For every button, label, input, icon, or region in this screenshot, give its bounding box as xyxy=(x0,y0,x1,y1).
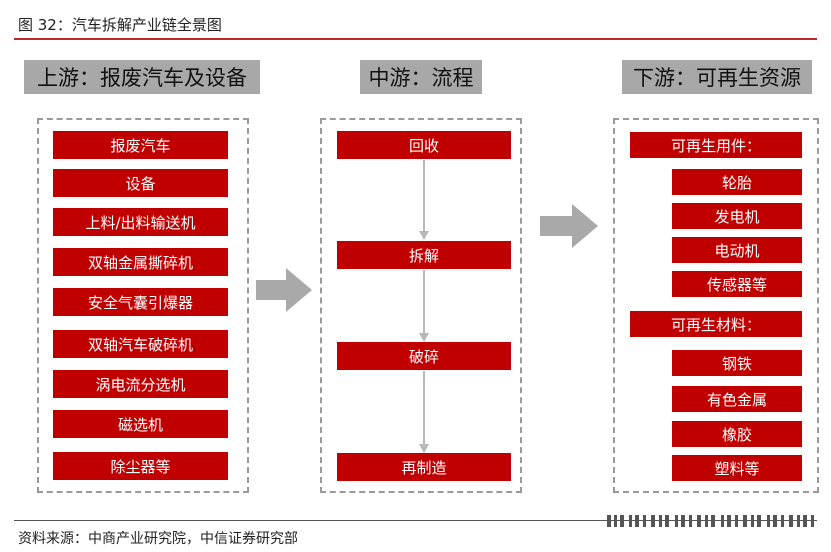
source-note: 资料来源：中商产业研究院，中信证券研究部 xyxy=(18,531,298,547)
downstream-item: 传感器等 xyxy=(672,271,802,297)
arrow-down-icon xyxy=(419,333,429,342)
upstream-item: 除尘器等 xyxy=(53,452,228,480)
upstream-item: 涡电流分选机 xyxy=(53,370,228,398)
upstream-item: 上料/出料输送机 xyxy=(53,208,228,236)
upstream-header: 上游：报废汽车及设备 xyxy=(24,60,260,94)
arrow-right-icon xyxy=(540,204,598,248)
midstream-step: 拆解 xyxy=(337,241,511,269)
upstream-item: 设备 xyxy=(53,169,228,197)
footer-divider xyxy=(14,520,817,521)
downstream-item: 发电机 xyxy=(672,203,802,229)
midstream-step: 破碎 xyxy=(337,342,511,370)
midstream-step: 回收 xyxy=(337,131,511,159)
flow-connector xyxy=(423,371,425,445)
upstream-item: 安全气囊引爆器 xyxy=(53,288,228,316)
downstream-item: 塑料等 xyxy=(672,455,802,481)
arrow-down-icon xyxy=(419,231,429,240)
midstream-header: 中游：流程 xyxy=(360,60,482,94)
arrow-right-icon xyxy=(256,268,312,312)
midstream-panel xyxy=(320,118,522,493)
downstream-item: 橡胶 xyxy=(672,421,802,447)
downstream-panel xyxy=(613,118,819,493)
flow-connector xyxy=(423,270,425,334)
title-divider xyxy=(14,38,817,40)
upstream-item: 双轴金属撕碎机 xyxy=(53,248,228,276)
downstream-item: 电动机 xyxy=(672,237,802,263)
upstream-item: 磁选机 xyxy=(53,410,228,438)
upstream-panel xyxy=(37,118,249,493)
downstream-item: 有色金属 xyxy=(672,386,802,412)
watermark-bars-icon xyxy=(607,515,814,527)
midstream-step: 再制造 xyxy=(337,453,511,481)
upstream-item: 双轴汽车破碎机 xyxy=(53,330,228,358)
downstream-item: 轮胎 xyxy=(672,169,802,195)
downstream-group-title: 可再生用件： xyxy=(630,132,802,158)
downstream-group-title: 可再生材料： xyxy=(630,311,802,337)
figure-title: 图 32：汽车拆解产业链全景图 xyxy=(18,16,222,34)
downstream-item: 钢铁 xyxy=(672,350,802,376)
flow-connector xyxy=(423,160,425,232)
downstream-header: 下游：可再生资源 xyxy=(622,60,812,94)
arrow-down-icon xyxy=(419,444,429,453)
upstream-item: 报废汽车 xyxy=(53,131,228,159)
